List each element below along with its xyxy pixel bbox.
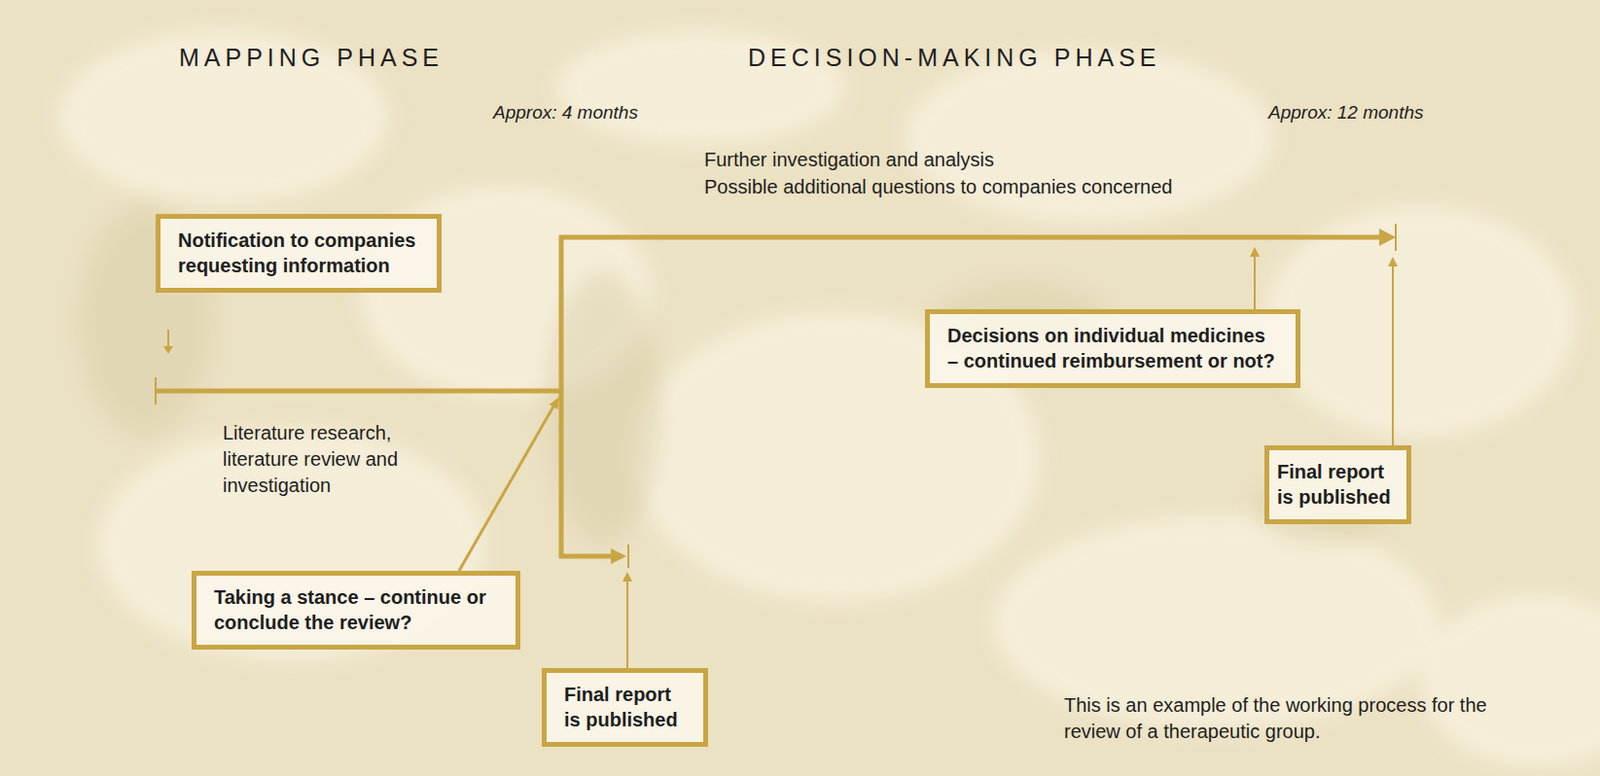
phase-title: DECISION-MAKING PHASE: [747, 44, 1162, 72]
outcome-box: Final report is published: [1264, 445, 1412, 525]
activity-note: Possible additional questions to compani…: [704, 174, 1173, 201]
decision-box: Taking a stance – continue or conclude t…: [191, 570, 521, 650]
box-text: Decisions on individual medicines – cont…: [947, 322, 1279, 374]
activity-note: Literature research, literature review a…: [222, 420, 442, 499]
box-text: Taking a stance – continue or conclude t…: [213, 584, 498, 636]
process-box: Notification to companies requesting inf…: [155, 213, 442, 293]
outcome-box: Final report is published: [541, 668, 709, 747]
box-text: Final report is published: [564, 681, 686, 733]
box-text: Notification to companies requesting inf…: [177, 227, 420, 279]
activity-note: Further investigation and analysis: [704, 146, 995, 174]
decision-box: Decisions on individual medicines – cont…: [924, 309, 1301, 389]
caption-note: This is an example of the working proces…: [1064, 692, 1522, 746]
duration-note: Approx: 4 months: [493, 99, 639, 126]
duration-note: Approx: 12 months: [1268, 99, 1423, 126]
box-text: Final report is published: [1277, 459, 1399, 510]
phase-title: MAPPING PHASE: [178, 44, 444, 72]
